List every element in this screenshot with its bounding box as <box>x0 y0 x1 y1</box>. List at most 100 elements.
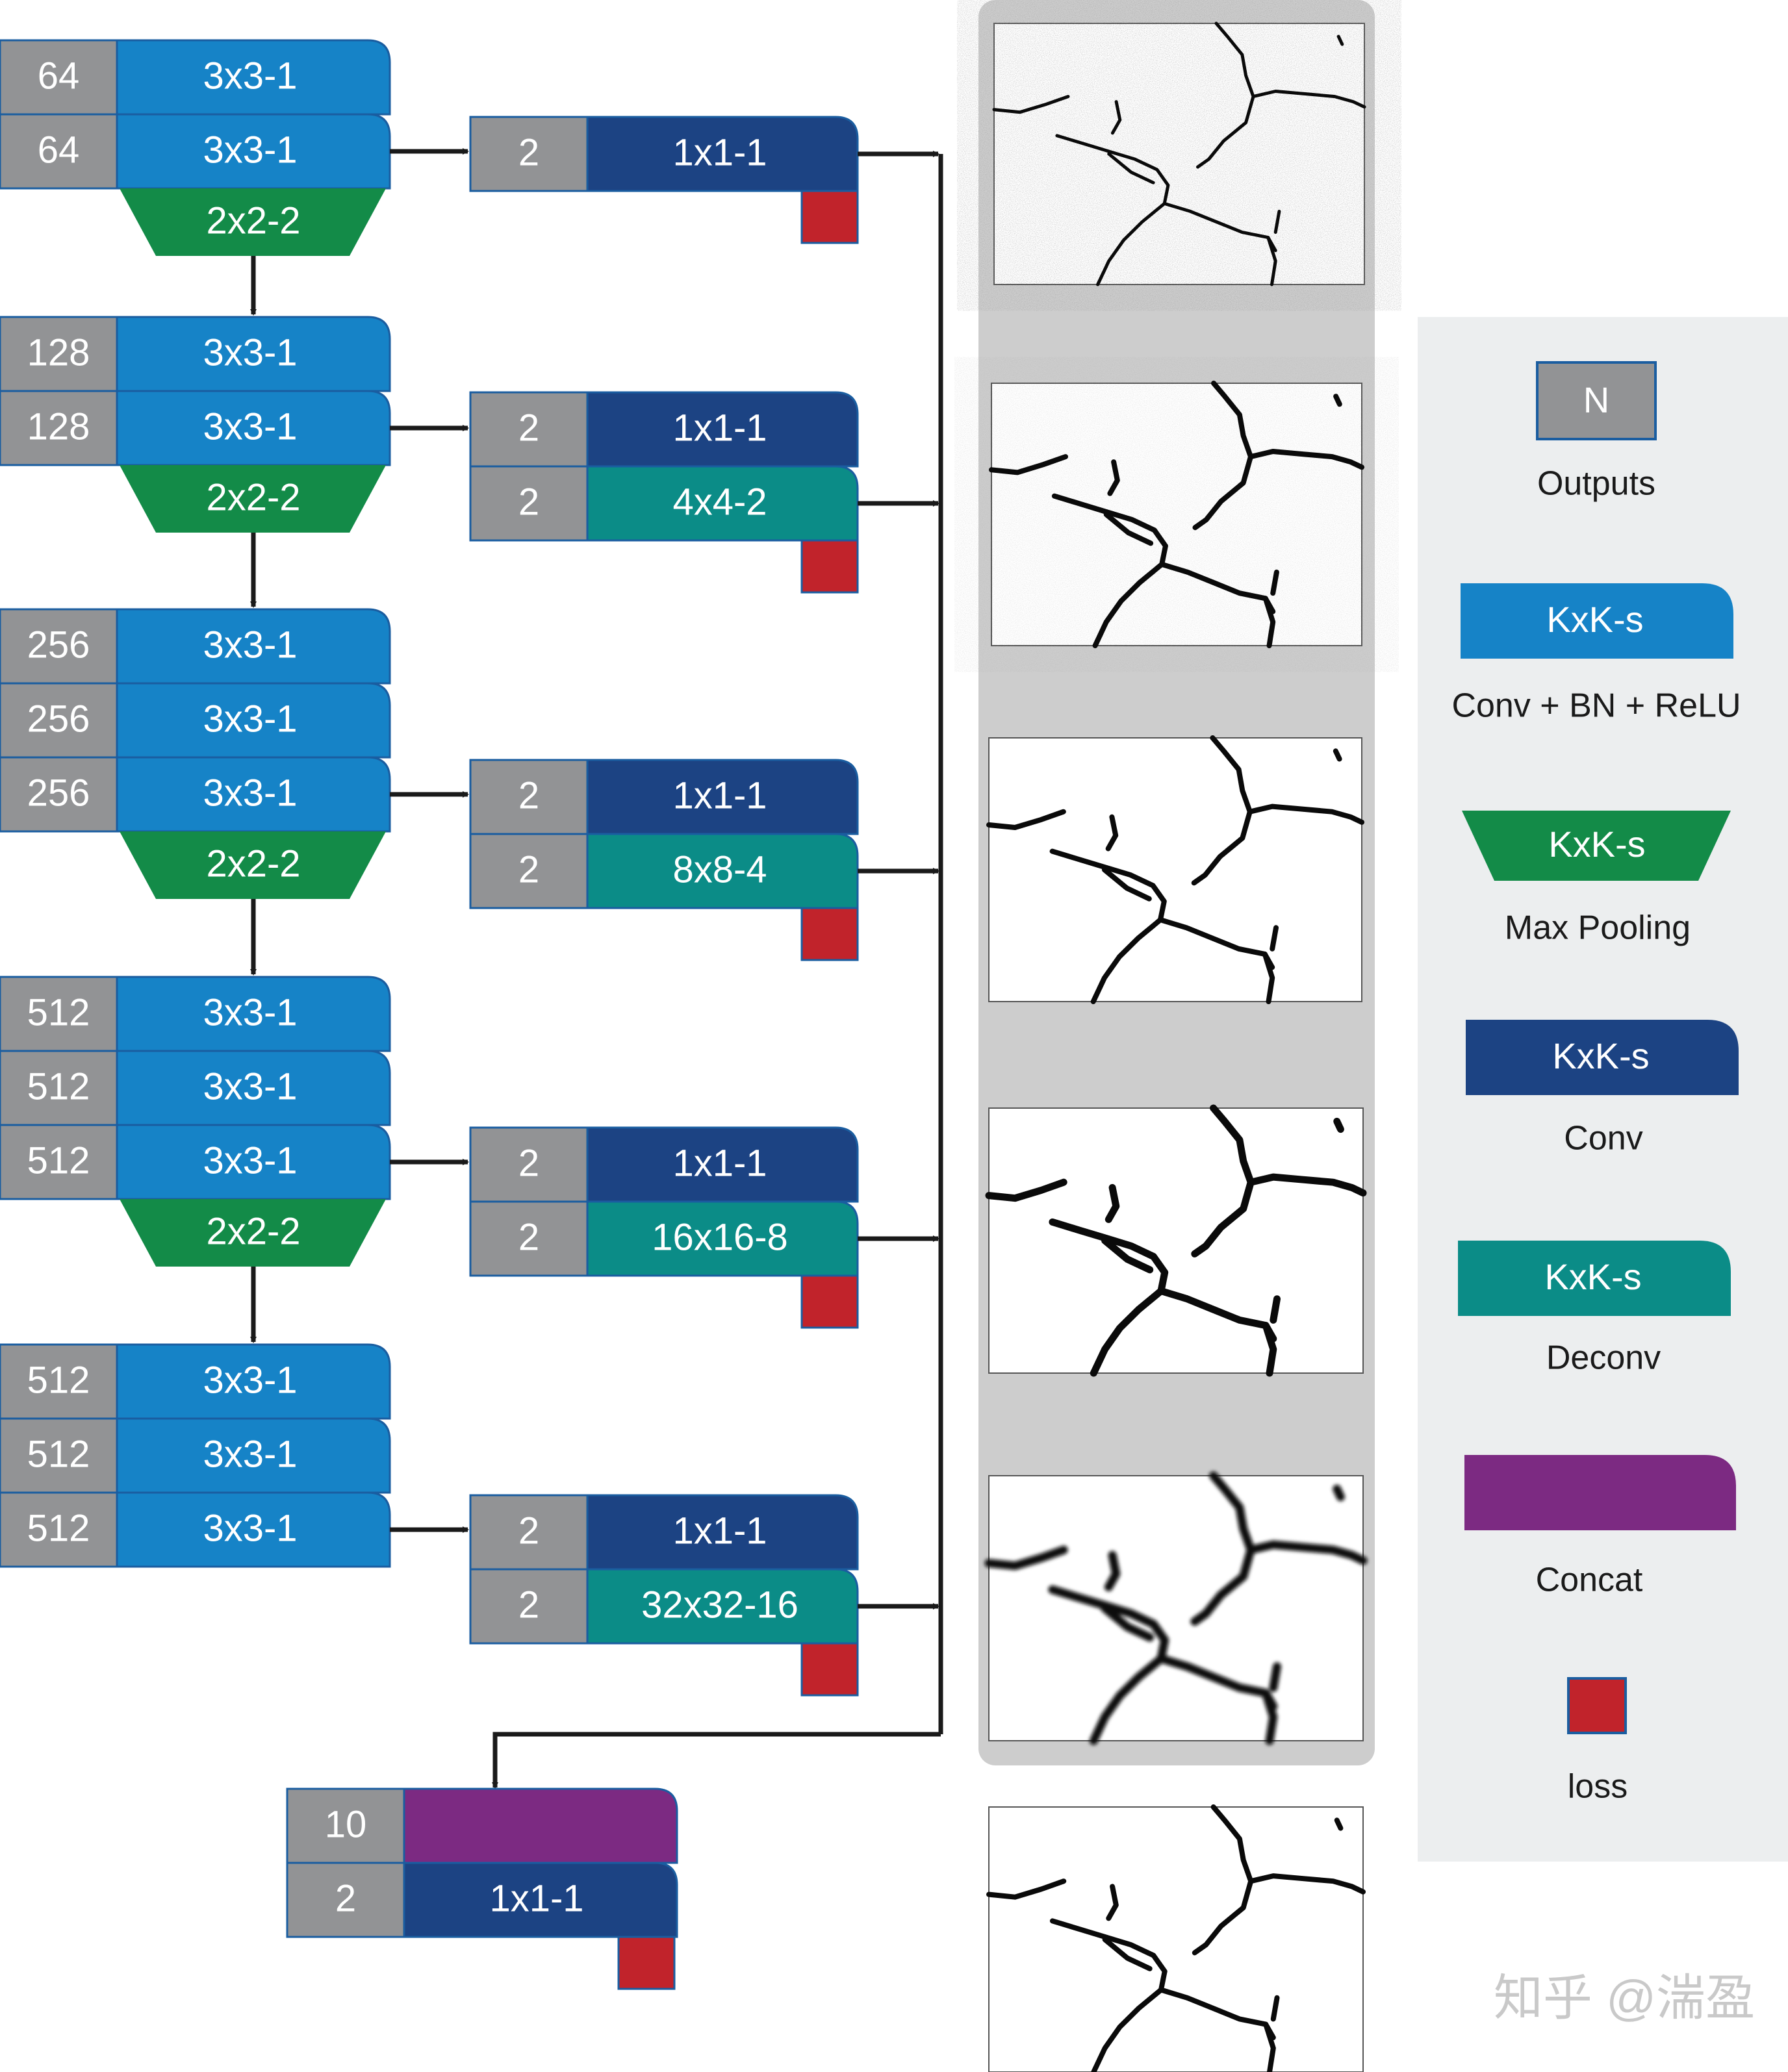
channel-count-cell <box>0 1124 118 1200</box>
legend-concat-caption: Concat <box>1536 1561 1643 1599</box>
output-count: 2 <box>518 131 539 173</box>
loss-marker <box>800 907 859 961</box>
legend-conv-symbol: KxK-s <box>1552 1035 1649 1076</box>
conv-bn-relu-row: 128 3x3-1 <box>0 316 391 392</box>
crack-lines <box>992 21 1366 286</box>
kernel-label: 4x4-2 <box>672 481 767 523</box>
channel-count-cell <box>0 390 118 466</box>
crack-line <box>1048 1585 1169 1663</box>
crack-line <box>1051 493 1168 567</box>
crack-line <box>1248 449 1364 470</box>
max-pooling-block: 2x2-2 <box>120 188 386 256</box>
conv-bn-relu-row: 256 3x3-1 <box>0 608 391 685</box>
max-pooling-shape <box>120 831 386 899</box>
crack-line <box>1049 848 1167 923</box>
conv-bn-relu-block <box>116 756 391 833</box>
crack-line <box>1090 1287 1165 1377</box>
conv-block <box>403 1862 678 1938</box>
conv-bn-relu-block <box>116 1343 391 1420</box>
channel-count: 64 <box>38 55 80 97</box>
kernel-label: 1x1-1 <box>489 1877 583 1919</box>
legend: N Outputs KxK-s Conv + BN + ReLU KxK-s M… <box>1451 361 1741 1806</box>
max-pooling-shape <box>120 1199 386 1267</box>
conv-bn-relu-block <box>116 390 391 466</box>
crack-lines <box>985 1104 1367 1377</box>
legend-loss-caption: loss <box>1568 1768 1628 1806</box>
output-count-cell <box>469 116 589 192</box>
max-pooling-shape <box>120 465 386 533</box>
kernel-label: 3x3-1 <box>203 1065 297 1107</box>
conv-bn-relu-block <box>116 316 391 392</box>
channel-count: 256 <box>27 624 90 666</box>
channel-count: 128 <box>27 331 90 373</box>
conv-bn-relu-block <box>116 608 391 685</box>
kernel-label: 1x1-1 <box>672 131 767 173</box>
pool-label: 2x2-2 <box>206 476 300 518</box>
crack-line <box>1090 917 1163 1004</box>
legend-outputs-caption: Outputs <box>1537 465 1655 503</box>
crack-line <box>1104 1550 1121 1591</box>
crack-map-4 <box>985 1104 1367 1377</box>
kernel-label: 1x1-1 <box>672 774 767 816</box>
legend-conv-bn-relu-swatch <box>1461 583 1733 659</box>
conv-block <box>586 759 859 835</box>
legend-deconv-symbol: KxK-s <box>1544 1256 1641 1297</box>
crack-line <box>1096 201 1166 286</box>
crack-line <box>1262 1322 1277 1377</box>
deconv-block <box>586 1568 859 1645</box>
legend-conv-bn-relu-symbol: KxK-s <box>1546 599 1643 640</box>
fusion-count-cell <box>286 1788 405 1864</box>
max-pooling-block: 2x2-2 <box>120 1199 386 1267</box>
loss-marker <box>800 539 859 594</box>
channel-count: 64 <box>38 129 80 171</box>
noise-texture <box>994 23 1364 284</box>
kernel-label: 1x1-1 <box>672 407 767 449</box>
crack-line <box>989 454 1068 475</box>
channel-count: 256 <box>27 698 90 740</box>
conv-bn-relu-block <box>116 682 391 759</box>
channel-count-cell <box>0 1491 118 1568</box>
conv-bn-relu-block <box>116 1491 391 1568</box>
kernel-label: 1x1-1 <box>672 1510 767 1552</box>
legend-conv-swatch <box>1466 1020 1739 1095</box>
crack-line <box>1247 1173 1367 1197</box>
crack-line <box>985 1178 1067 1202</box>
crack-line <box>1106 1884 1119 1921</box>
crack-line <box>1336 34 1344 46</box>
crack-lines <box>984 1471 1368 1745</box>
channel-count: 512 <box>27 991 90 1033</box>
kernel-label: 3x3-1 <box>203 624 297 666</box>
crack-line <box>1055 134 1170 205</box>
conv-bn-relu-block <box>116 1050 391 1126</box>
crack-line <box>1270 1995 1280 2022</box>
crack-maps <box>984 21 1368 2072</box>
conv-block <box>586 1494 859 1571</box>
crack-line <box>1334 1817 1344 1831</box>
conv-block <box>586 391 859 468</box>
output-count: 2 <box>518 1216 539 1258</box>
loss-marker <box>800 1642 859 1697</box>
kernel-label: 3x3-1 <box>203 331 297 373</box>
legend-deconv-swatch <box>1458 1241 1731 1316</box>
legend-loss-swatch <box>1567 1677 1627 1734</box>
crack-line <box>1273 209 1281 234</box>
deconv-block <box>586 465 859 542</box>
crack-line <box>1092 561 1165 648</box>
legend-outputs-swatch <box>1536 361 1657 440</box>
crack-map-frame <box>988 1806 1364 2072</box>
crack-line <box>1246 1540 1368 1565</box>
crack-map-2 <box>989 381 1364 648</box>
